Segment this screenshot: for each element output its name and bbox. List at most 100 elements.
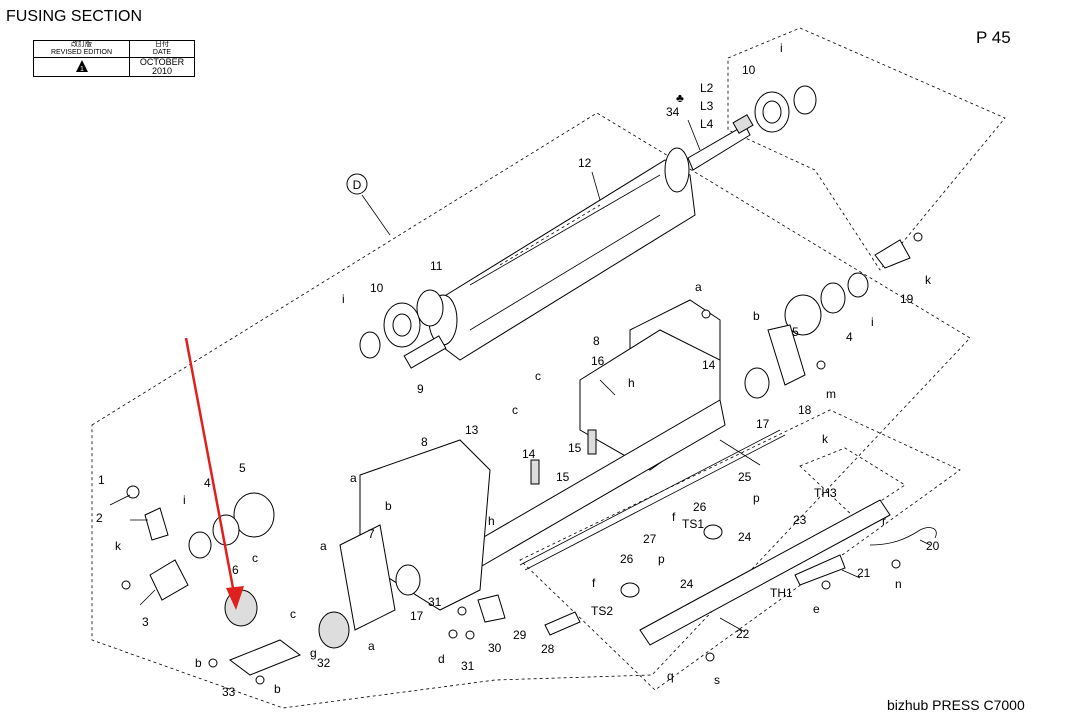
callout-14-right: 14	[702, 358, 716, 372]
screw-a-center	[701, 309, 711, 319]
screw-31	[457, 606, 467, 616]
callout-i-left: i	[342, 292, 345, 306]
callout-26-right: 26	[693, 500, 707, 514]
bearing-17-left	[395, 564, 421, 596]
callout-4-right: 4	[846, 330, 853, 344]
screw-s	[705, 652, 715, 662]
snap-ring-i-top	[793, 85, 817, 115]
plate-21	[794, 554, 846, 586]
date-header: 日付 DATE	[129, 40, 195, 58]
callout-29: 29	[513, 628, 527, 642]
club-mark: ♣	[676, 91, 684, 105]
callout-17-right: 17	[756, 417, 770, 431]
red-arrow	[184, 337, 238, 605]
callout-22: 22	[736, 627, 750, 641]
callout-h-center: h	[628, 376, 635, 390]
callout-k-th3: k	[822, 432, 829, 446]
callout-m: m	[826, 387, 836, 401]
bracket-29	[477, 594, 506, 623]
callout-i-top: i	[780, 41, 783, 55]
bracket-33	[228, 639, 302, 676]
plate-22	[639, 499, 891, 646]
callout-31-top: 31	[428, 595, 442, 609]
th3-boundary	[799, 447, 906, 519]
lower-frame-boundary	[519, 409, 961, 691]
callout-l3: L3	[700, 99, 714, 113]
callout-10-top: 10	[742, 63, 756, 77]
callout-d: d	[438, 652, 445, 666]
page-number: P 45	[976, 28, 1011, 47]
spring-15-left	[530, 459, 540, 485]
callout-24-right: 24	[738, 530, 752, 544]
callout-26-left: 26	[620, 552, 634, 566]
callout-20: 20	[926, 539, 940, 553]
callout-e: e	[813, 602, 820, 616]
bearing-5-left	[233, 492, 275, 538]
frame-plate-7	[339, 524, 396, 631]
unit-boundary	[91, 112, 971, 709]
screw-m	[816, 360, 826, 370]
callout-n: n	[895, 577, 902, 591]
callout-15-left: 15	[556, 470, 570, 484]
callout-9: 9	[417, 382, 424, 396]
callout-q: q	[667, 669, 674, 683]
bracket-2	[144, 507, 169, 541]
revision-date: OCTOBER 2010	[129, 57, 195, 77]
callout-b-lower2: b	[274, 682, 281, 696]
callout-a-center: a	[695, 280, 702, 294]
callout-p-left: p	[658, 552, 665, 566]
thermostat-ts2	[620, 582, 640, 598]
callout-8-center: 8	[593, 334, 600, 348]
heat-roller	[428, 147, 696, 361]
callout-31-bottom: 31	[461, 659, 475, 673]
model-name: bizhub PRESS C7000	[887, 697, 1025, 713]
callout-r: r	[882, 514, 886, 528]
callout-a-upper: a	[350, 471, 357, 485]
callout-3: 3	[142, 615, 149, 629]
callout-14-left: 14	[522, 447, 536, 461]
snap-ring-i-right	[847, 272, 869, 298]
callout-23: 23	[793, 513, 807, 527]
section-title: FUSING SECTION	[6, 8, 143, 25]
gear-32	[318, 611, 350, 649]
screw-k-right	[913, 232, 923, 242]
screw-1	[126, 485, 140, 499]
callout-b-lower: b	[195, 656, 202, 670]
screw-n	[891, 559, 901, 569]
ring-4-left	[212, 514, 240, 546]
callout-b-mid: b	[385, 499, 392, 513]
callout-th3: TH3	[814, 486, 837, 500]
bearing-group-boundary	[727, 27, 1006, 271]
callout-15-center: 15	[568, 441, 582, 455]
callout-i-lower: i	[183, 493, 186, 507]
screw-d	[448, 629, 458, 639]
callout-7: 7	[368, 527, 375, 541]
unit-label-d: D	[353, 178, 362, 192]
red-arrowhead	[226, 586, 244, 610]
roller-shaft	[687, 114, 754, 171]
callout-h-left: h	[488, 514, 495, 528]
callout-11: 11	[430, 259, 443, 273]
callout-ts1: TS1	[682, 517, 704, 531]
callout-30: 30	[488, 641, 502, 655]
callout-10-left: 10	[370, 281, 384, 295]
callout-19: 19	[900, 292, 914, 306]
callout-k-right: k	[925, 273, 932, 287]
callout-25: 25	[738, 470, 752, 484]
callout-c-right: c	[512, 403, 518, 417]
callout-l2: L2	[700, 81, 714, 95]
callout-32: 32	[317, 656, 331, 670]
snap-ring-i-lower	[188, 531, 212, 559]
callout-28: 28	[541, 642, 555, 656]
bracket-18	[767, 324, 806, 386]
screw-e	[821, 580, 831, 590]
bracket-3	[149, 559, 189, 601]
bearing-5-right	[784, 294, 822, 336]
screw-k-left	[121, 580, 131, 590]
callout-16: 16	[591, 354, 605, 368]
callout-34: 34	[666, 105, 680, 119]
revision-box: 改訂版 REVISED EDITION 日付 DATE 1 OCTOBER 20…	[33, 40, 195, 77]
callout-8-left: 8	[421, 435, 428, 449]
callout-2: 2	[96, 511, 103, 525]
